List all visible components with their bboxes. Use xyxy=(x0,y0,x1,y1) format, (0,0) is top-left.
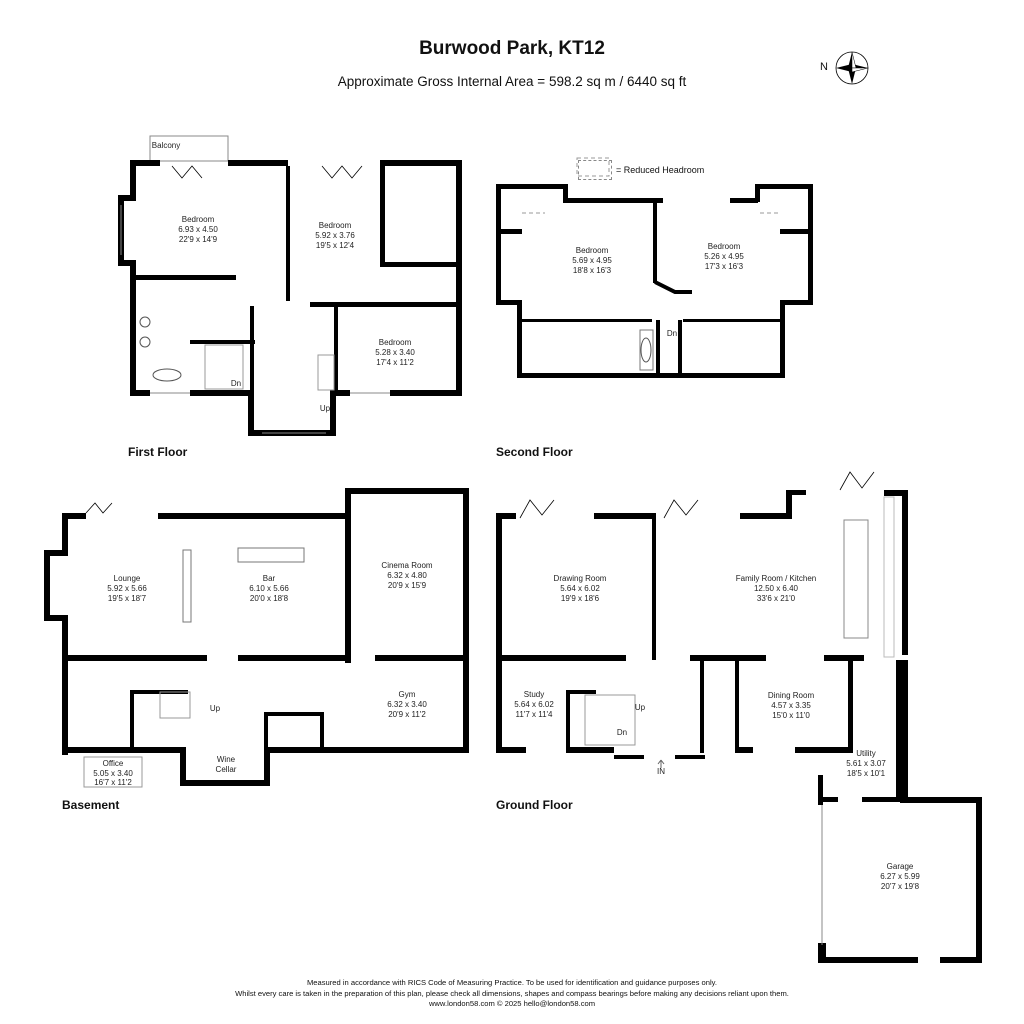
ff-bedroom-1-imperial: 22'9 x 14'9 xyxy=(179,235,218,244)
bs-bar-imperial: 20'0 x 18'8 xyxy=(250,594,289,603)
gf-dining-metric: 4.57 x 3.35 xyxy=(771,701,811,710)
footer-line-1: Measured in accordance with RICS Code of… xyxy=(306,978,717,987)
plan-title: Burwood Park, KT12 xyxy=(419,38,605,59)
bs-wine-label: Wine xyxy=(217,755,236,764)
footer-line-2: Whilst every care is taken in the prepar… xyxy=(235,988,789,998)
gf-garage-metric: 6.27 x 5.99 xyxy=(880,872,920,881)
gf-study-imperial: 11'7 x 11'4 xyxy=(515,710,553,719)
sf-bedroom-2-imperial: 17'3 x 16'3 xyxy=(705,262,744,271)
gf-drawing-name: Drawing Room xyxy=(554,574,607,583)
bs-lounge-name: Lounge xyxy=(114,574,141,583)
gf-study-metric: 5.64 x 6.02 xyxy=(514,700,554,709)
bs-stairs-up: Up xyxy=(210,704,221,713)
sf-bedroom-1-name: Bedroom xyxy=(576,246,609,255)
gf-stairs-down: Dn xyxy=(617,728,627,737)
bs-gym-imperial: 20'9 x 11'2 xyxy=(388,710,426,719)
sf-stairs-down: Dn xyxy=(667,329,677,338)
label-balcony: Balcony xyxy=(152,141,180,150)
gf-utility-metric: 5.61 x 3.07 xyxy=(846,759,886,768)
ff-bedroom-1-name: Bedroom xyxy=(182,215,215,224)
ff-bedroom-2-imperial: 19'5 x 12'4 xyxy=(316,241,355,250)
sf-bedroom-2-metric: 5.26 x 4.95 xyxy=(704,252,744,261)
compass-rose-icon xyxy=(835,51,869,85)
ff-stairs-up: Up xyxy=(320,404,331,413)
compass-north-label: N xyxy=(820,61,828,73)
gf-utility-name: Utility xyxy=(856,749,876,758)
ff-bedroom-2-name: Bedroom xyxy=(319,221,352,230)
second-floor-plan xyxy=(496,157,813,378)
bs-gym-name: Gym xyxy=(399,690,416,699)
footer-line-3: www.london58.com © 2025 hello@london58.c… xyxy=(428,999,596,1008)
legend-text: = Reduced Headroom xyxy=(616,165,705,175)
ground-floor-plan xyxy=(496,471,982,963)
bs-lounge-imperial: 19'5 x 18'7 xyxy=(108,594,147,603)
gf-kitchen-imperial: 33'6 x 21'0 xyxy=(757,594,796,603)
bs-office-imperial: 16'7 x 11'2 xyxy=(94,778,132,787)
gross-area: Approximate Gross Internal Area = 598.2 … xyxy=(337,74,687,89)
ff-bedroom-3-name: Bedroom xyxy=(379,338,412,347)
floor-label-basement: Basement xyxy=(62,798,120,812)
bs-lounge-metric: 5.92 x 5.66 xyxy=(107,584,147,593)
ff-bedroom-3-imperial: 17'4 x 11'2 xyxy=(376,358,414,367)
bs-cinema-name: Cinema Room xyxy=(381,561,432,570)
bs-office-metric: 5.05 x 3.40 xyxy=(93,769,133,778)
gf-kitchen-name: Family Room / Kitchen xyxy=(736,574,816,583)
basement-plan xyxy=(44,488,469,788)
gf-dining-name: Dining Room xyxy=(768,691,815,700)
gf-drawing-imperial: 19'9 x 18'6 xyxy=(561,594,600,603)
ff-bedroom-1-metric: 6.93 x 4.50 xyxy=(178,225,218,234)
disclaimer-footer: Measured in accordance with RICS Code of… xyxy=(0,978,1024,1010)
ff-bedroom-3-metric: 5.28 x 3.40 xyxy=(375,348,415,357)
floor-label-first: First Floor xyxy=(128,445,188,459)
sf-bedroom-2-name: Bedroom xyxy=(708,242,741,251)
reduced-headroom-legend: = Reduced Headroom xyxy=(578,160,704,180)
compass: N xyxy=(818,50,874,86)
floor-label-ground: Ground Floor xyxy=(496,798,573,812)
bs-bar-metric: 6.10 x 5.66 xyxy=(249,584,289,593)
floor-label-second: Second Floor xyxy=(496,445,573,459)
sf-bedroom-1-metric: 5.69 x 4.95 xyxy=(572,256,612,265)
first-floor-plan xyxy=(118,135,462,436)
ff-stairs-down: Dn xyxy=(231,379,241,388)
gf-garage-name: Garage xyxy=(887,862,914,871)
gf-study-name: Study xyxy=(524,690,544,699)
entrance-arrow-icon xyxy=(657,759,665,768)
bs-cellar-label: Cellar xyxy=(216,765,237,774)
bs-office-name: Office xyxy=(103,759,124,768)
gf-dining-imperial: 15'0 x 11'0 xyxy=(772,711,810,720)
bs-bar-name: Bar xyxy=(263,574,276,583)
dashed-box-icon xyxy=(578,160,612,180)
gf-stairs-up: Up xyxy=(635,703,646,712)
gf-garage-imperial: 20'7 x 19'8 xyxy=(881,882,920,891)
ff-bedroom-2-metric: 5.92 x 3.76 xyxy=(315,231,355,240)
bs-cinema-imperial: 20'9 x 15'9 xyxy=(388,581,427,590)
gf-utility-imperial: 18'5 x 10'1 xyxy=(847,769,886,778)
gf-entrance-label: IN xyxy=(657,767,665,776)
gf-kitchen-metric: 12.50 x 6.40 xyxy=(754,584,799,593)
gf-drawing-metric: 5.64 x 6.02 xyxy=(560,584,600,593)
sf-bedroom-1-imperial: 18'8 x 16'3 xyxy=(573,266,612,275)
bs-cinema-metric: 6.32 x 4.80 xyxy=(387,571,427,580)
bs-gym-metric: 6.32 x 3.40 xyxy=(387,700,427,709)
